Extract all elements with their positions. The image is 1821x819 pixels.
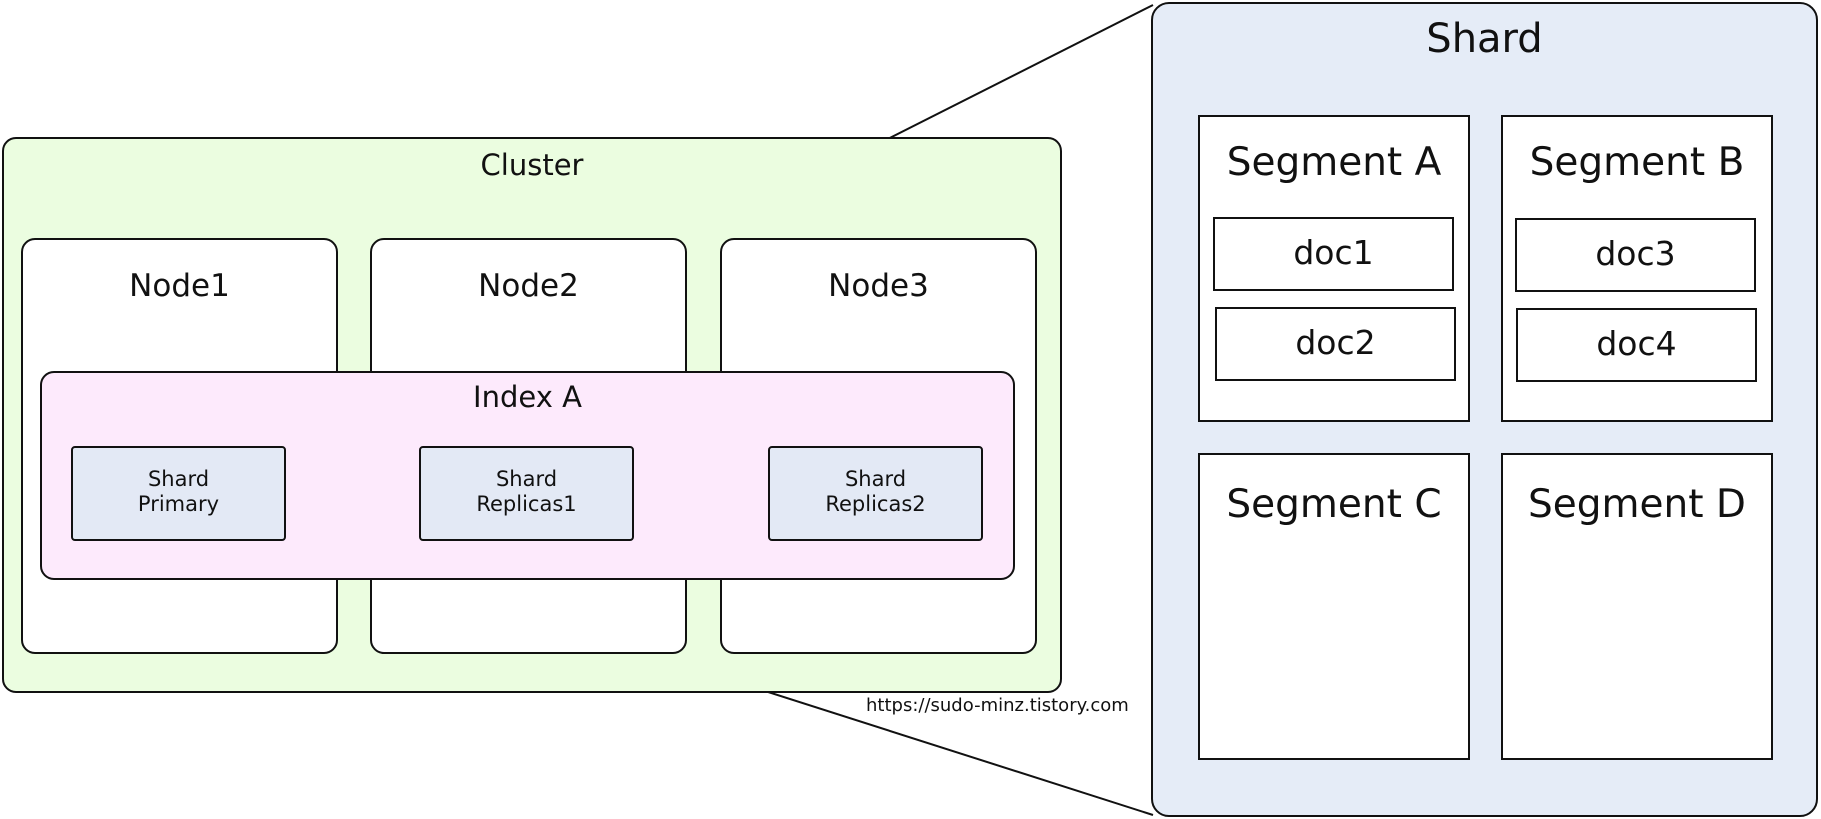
cluster-title: Cluster: [480, 148, 584, 182]
shard-primary-label: Shard Primary: [71, 467, 286, 517]
doc4-box: [1516, 308, 1757, 382]
segment-a-title: Segment A: [1226, 140, 1442, 185]
node3-title: Node3: [828, 268, 929, 304]
shard-primary-line1: Shard: [147, 467, 210, 491]
doc2-label: doc2: [1295, 323, 1376, 362]
shard-replica1-line2: Replicas1: [476, 492, 577, 516]
segment-d-box: [1501, 453, 1773, 760]
shard-replica1-label: Shard Replicas1: [419, 467, 634, 517]
segment-c-title: Segment C: [1226, 482, 1442, 527]
segment-c-box: [1198, 453, 1470, 760]
doc3-box: [1515, 218, 1756, 292]
doc2-box: [1215, 307, 1456, 381]
shard-replica1-box: [419, 446, 634, 541]
index-title: Index A: [473, 380, 582, 414]
shard-primary-line2: Primary: [137, 492, 220, 516]
segment-d-title: Segment D: [1528, 482, 1746, 527]
segment-b-title: Segment B: [1529, 140, 1745, 185]
shard-primary-box: [71, 446, 286, 541]
doc3-label: doc3: [1595, 234, 1676, 273]
shard-replica2-line1: Shard: [844, 467, 907, 491]
doc1-box: [1213, 217, 1454, 291]
doc4-label: doc4: [1596, 324, 1677, 363]
shard-replica1-line1: Shard: [495, 467, 558, 491]
node2-title: Node2: [478, 268, 579, 304]
source-url: https://sudo-minz.tistory.com: [866, 695, 1129, 716]
shard-replica2-box: [768, 446, 983, 541]
node1-title: Node1: [129, 268, 230, 304]
doc1-label: doc1: [1293, 233, 1374, 272]
shard-replica2-label: Shard Replicas2: [768, 467, 983, 517]
shard-detail-title: Shard: [1426, 16, 1543, 62]
shard-replica2-line2: Replicas2: [825, 492, 926, 516]
